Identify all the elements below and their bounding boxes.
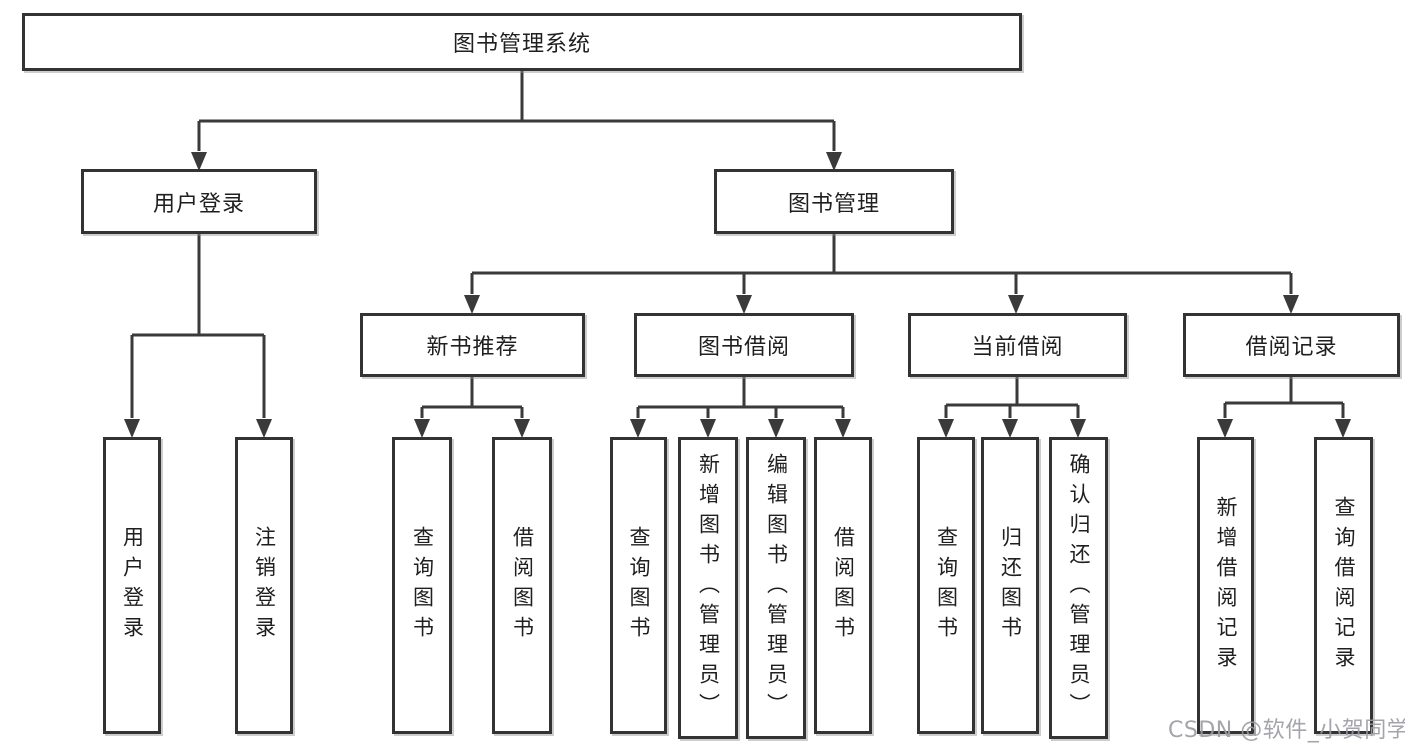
node-book-management: 图书管理 [714, 169, 954, 234]
connector-book-borrow-to-leaves [630, 377, 851, 438]
node-query-books-current: 查询图书 [917, 437, 975, 734]
connector-user-login-to-leaves [124, 234, 272, 438]
node-current-borrow: 当前借阅 [908, 313, 1127, 377]
node-library-system-root: 图书管理系统 [22, 13, 1022, 71]
node-new-book-recommend: 新书推荐 [360, 313, 585, 377]
node-return-books: 归还图书 [981, 437, 1039, 734]
node-add-book-admin: 新增图书（管理员） [678, 437, 738, 739]
node-borrow-books-recommend: 借阅图书 [492, 437, 552, 734]
node-query-borrow-record: 查询借阅记录 [1314, 437, 1373, 734]
node-borrow-records: 借阅记录 [1183, 313, 1400, 377]
node-edit-book-admin: 编辑图书（管理员） [746, 437, 806, 739]
node-user-login-group: 用户登录 [81, 169, 317, 234]
connector-book-mgmt-to-level3 [464, 234, 1299, 314]
node-confirm-return-admin: 确认归还（管理员） [1049, 437, 1108, 739]
node-book-borrow: 图书借阅 [634, 313, 854, 377]
node-query-books-recommend: 查询图书 [392, 437, 452, 734]
connector-current-borrow-to-leaves [938, 377, 1086, 438]
connector-root-to-level2 [191, 71, 842, 171]
node-user-login: 用户登录 [103, 437, 161, 734]
node-query-books-borrow: 查询图书 [610, 437, 667, 734]
node-add-borrow-record: 新增借阅记录 [1197, 437, 1254, 734]
connector-new-book-recommend-to-leaves [414, 377, 530, 438]
node-borrow-books: 借阅图书 [814, 437, 872, 734]
connector-borrow-records-to-leaves [1217, 377, 1351, 438]
csdn-watermark: CSDN @软件_小贺同学 [1168, 718, 1405, 743]
node-logout: 注销登录 [235, 437, 293, 734]
